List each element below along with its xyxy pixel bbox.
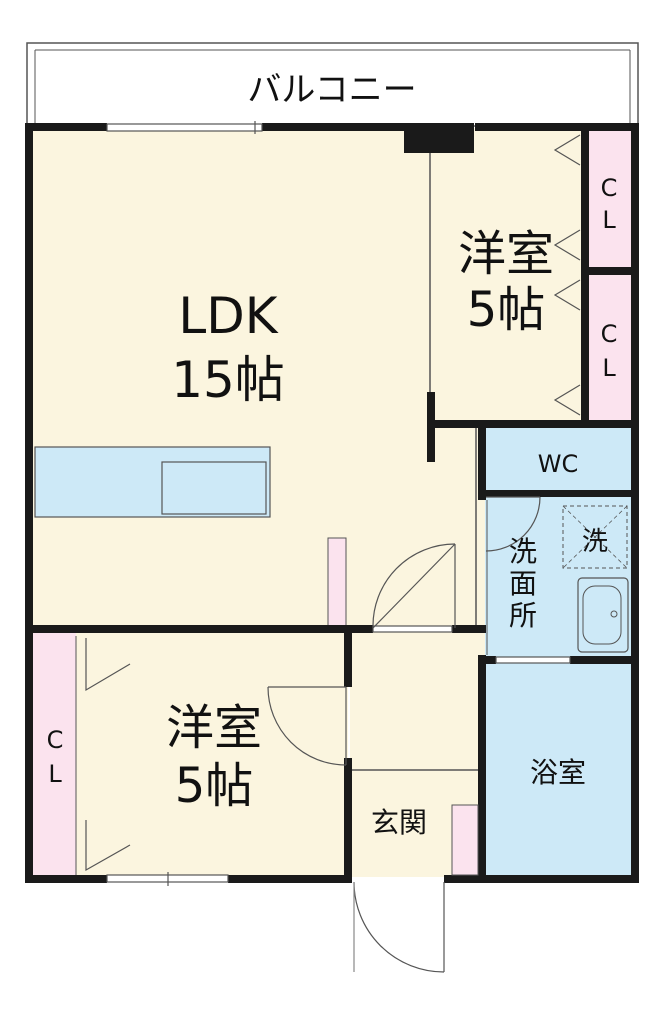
- bathroom-room: [485, 660, 633, 877]
- wash-basin-drain: [610, 610, 618, 618]
- wash-basin-bowl: [582, 585, 622, 645]
- structural-column: [404, 123, 474, 153]
- ldk-name-label: LDK: [178, 287, 278, 345]
- entrance-label: 玄関: [371, 806, 427, 839]
- ldk-size-label: 15帖: [171, 351, 285, 409]
- closet-top-1-l: L: [602, 206, 616, 234]
- closet-door-markers: [85, 134, 581, 872]
- windows: [106, 121, 571, 886]
- washroom-label-2: 面: [509, 567, 537, 600]
- bathroom-label: 浴室: [530, 756, 586, 789]
- bedroom-top-room: [430, 128, 585, 424]
- wc-room: [485, 428, 633, 494]
- shoe-cabinet: [451, 804, 479, 876]
- bedroom-top-size-label: 5帖: [467, 282, 546, 338]
- closet-bottom-c: C: [47, 726, 64, 754]
- closet-top-1: [585, 128, 633, 271]
- closet-top-1-c: C: [601, 174, 618, 202]
- closet-top-2-l: L: [602, 354, 616, 382]
- closet-bottom: [30, 632, 76, 877]
- bedroom-bottom-name-label: 洋室: [166, 700, 262, 756]
- bedroom-top-name-label: 洋室: [458, 226, 554, 282]
- ldk-storage: [327, 537, 347, 631]
- closet-top-2-c: C: [601, 320, 618, 348]
- interior-walls: [25, 123, 638, 883]
- washer-label: 洗: [582, 527, 608, 557]
- washroom-label-1: 洗: [509, 535, 537, 568]
- bedroom-bottom-room: [30, 630, 348, 877]
- bedroom-bottom-size-label: 5帖: [175, 758, 254, 814]
- exterior-walls: [25, 123, 639, 883]
- balcony-area: [26, 42, 639, 127]
- balcony-label: バルコニー: [247, 70, 416, 110]
- washroom-label-3: 所: [509, 599, 537, 632]
- wc-label: WC: [538, 450, 579, 478]
- ldk-room: [30, 128, 485, 630]
- closet-top-2: [585, 274, 633, 424]
- closet-bottom-l: L: [48, 760, 62, 788]
- kitchen-sink: [161, 461, 267, 515]
- doors: [267, 496, 541, 973]
- washer-diag-2: [562, 505, 628, 569]
